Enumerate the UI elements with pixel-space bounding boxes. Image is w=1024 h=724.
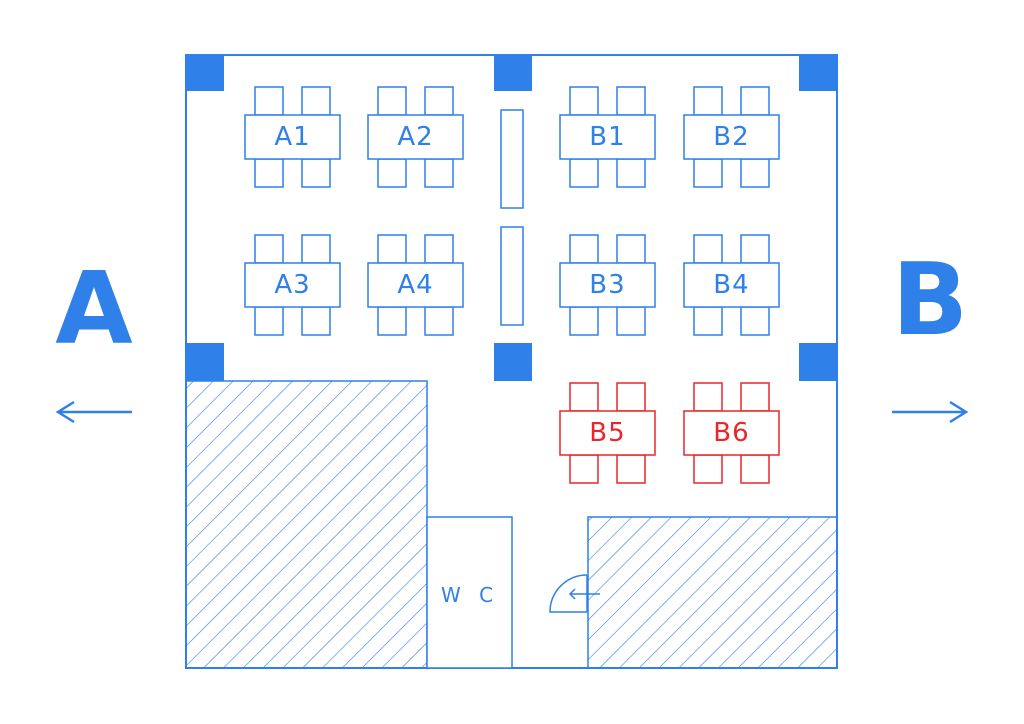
table-top [367,262,464,308]
chair [693,382,723,412]
chair [616,382,646,412]
chair [740,158,770,188]
hatched-area-left [185,380,428,669]
pillar [494,55,532,91]
table-unit[interactable]: A1 [244,86,341,188]
pillars [186,55,837,381]
chair [254,158,284,188]
chair [377,234,407,264]
table-top [244,114,341,160]
table-unit[interactable]: A4 [367,234,464,336]
chair [377,158,407,188]
table-unit[interactable]: B6 [683,382,780,484]
chair [616,306,646,336]
chair [740,86,770,116]
chair [301,306,331,336]
table-unit[interactable]: A2 [367,86,464,188]
pillar [799,343,837,381]
table-unit[interactable]: B2 [683,86,780,188]
chair [740,454,770,484]
table-label: B4 [713,270,749,300]
pillar [799,55,837,91]
table-unit[interactable]: B4 [683,234,780,336]
chair [569,86,599,116]
arrow-left-icon [55,400,132,424]
chair [616,86,646,116]
table-label: B3 [589,270,625,300]
table-label: A1 [274,122,310,152]
table-top [559,410,656,456]
table-label: B5 [589,418,625,448]
partition-upper [500,109,524,209]
chair [693,234,723,264]
chair [569,454,599,484]
chair [301,234,331,264]
chair [424,306,454,336]
table-label: A3 [274,270,310,300]
chair [424,86,454,116]
table-top [683,114,780,160]
chair [424,234,454,264]
table-top [683,410,780,456]
chair [254,234,284,264]
pillar [186,55,224,91]
table-label: A4 [397,270,433,300]
arrow-right-icon [892,400,969,424]
table-label: B2 [713,122,749,152]
chair [569,234,599,264]
chair [693,454,723,484]
table-label: A2 [397,122,433,152]
restroom-outline [426,516,513,669]
chair [693,158,723,188]
chair [693,86,723,116]
chair [569,382,599,412]
table-unit[interactable]: B5 [559,382,656,484]
chair [616,454,646,484]
chair [569,158,599,188]
restroom[interactable]: W C [426,516,513,669]
chair [693,306,723,336]
table-top [683,262,780,308]
table-unit[interactable]: B3 [559,234,656,336]
chair [616,234,646,264]
table-top [367,114,464,160]
chair [424,158,454,188]
chair [301,158,331,188]
table-label: B1 [589,122,625,152]
chair [740,234,770,264]
partition-lower [500,226,524,326]
pillar [186,343,224,381]
hatched-area-right [587,516,838,669]
chair [616,158,646,188]
chair [301,86,331,116]
chair [377,86,407,116]
table-unit[interactable]: B1 [559,86,656,188]
restroom-label: W C [441,583,499,607]
door-icon [549,574,600,613]
chair [740,306,770,336]
table-top [559,114,656,160]
table-unit[interactable]: A3 [244,234,341,336]
chair [254,306,284,336]
side-label-b: B [892,241,968,358]
side-label-a: A [55,250,132,367]
table-top [559,262,656,308]
chair [254,86,284,116]
chair [569,306,599,336]
pillar [494,343,532,381]
chair [377,306,407,336]
table-top [244,262,341,308]
table-label: B6 [713,418,749,448]
chair [740,382,770,412]
